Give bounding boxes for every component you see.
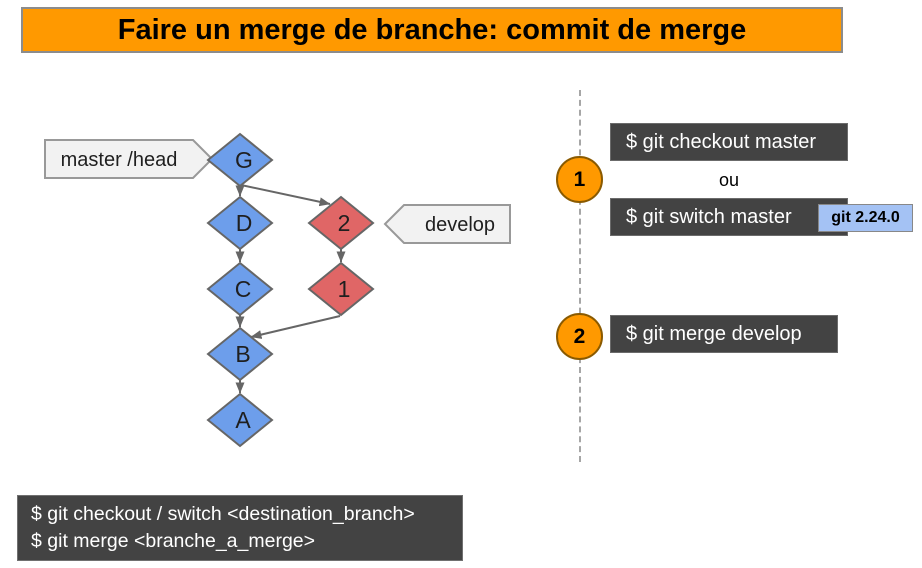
recap-line-1: $ git checkout / switch <destination_bra… [31, 503, 415, 525]
git-version-text: git 2.24.0 [831, 209, 900, 226]
commit-2-label: 2 [338, 210, 351, 236]
commit-G-label: G [235, 147, 253, 173]
commit-node-D: D [206, 195, 274, 251]
or-separator: ou [610, 166, 848, 194]
master-tag-label: master /head [61, 149, 178, 171]
cmd-merge-block: $ git merge develop [610, 315, 838, 353]
recap-line-2: $ git merge <branche_a_merge> [31, 530, 316, 552]
edge-1-b [250, 315, 341, 339]
graph-edges [235, 184, 346, 394]
cmd-checkout-text: $ git checkout master [626, 130, 817, 153]
commit-node-C: C [206, 261, 274, 317]
commit-B-shape [206, 326, 274, 382]
branch-tag-master: master /head [44, 139, 214, 179]
edge-g-2 [240, 184, 331, 207]
commit-1-label: 1 [338, 276, 351, 302]
commit-node-G: G [206, 132, 274, 188]
develop-tag-shape [383, 204, 511, 244]
commit-C-label: C [235, 276, 252, 302]
cmd-checkout-block: $ git checkout master [610, 123, 848, 161]
commit-node-1: 1 [307, 261, 375, 317]
commit-node-2: 2 [307, 195, 375, 251]
step-1-badge: 1 [556, 156, 603, 203]
step-2-badge: 2 [556, 313, 603, 360]
timeline-divider [579, 90, 581, 462]
commit-node-B: B [206, 326, 274, 382]
develop-tag-label: develop [425, 214, 495, 236]
step-1-number: 1 [573, 167, 586, 191]
commit-D-label: D [236, 210, 253, 236]
commit-A-shape [206, 392, 274, 448]
title-banner: Faire un merge de branche: commit de mer… [21, 7, 843, 53]
recap-commands-block: $ git checkout / switch <destination_bra… [17, 495, 463, 561]
commit-node-A: A [206, 392, 274, 448]
cmd-switch-text: $ git switch master [626, 205, 792, 228]
git-version-badge: git 2.24.0 [818, 204, 913, 232]
commit-C-shape [206, 261, 274, 317]
or-separator-text: ou [718, 169, 740, 190]
master-tag-shape [44, 139, 214, 179]
commit-B-label: B [235, 341, 250, 367]
commit-A-label: A [235, 407, 251, 433]
step-2-number: 2 [573, 324, 586, 348]
commit-1-shape [307, 261, 375, 317]
page-title: Faire un merge de branche: commit de mer… [117, 13, 747, 46]
commit-D-shape [206, 195, 274, 251]
branch-tag-develop: develop [383, 204, 511, 244]
cmd-switch-block: $ git switch master [610, 198, 848, 236]
commit-2-shape [307, 195, 375, 251]
git-commit-graph: master /head develop G D 2 C 1 B [44, 132, 511, 448]
cmd-merge-text: $ git merge develop [626, 322, 802, 345]
commit-G-shape [206, 132, 274, 188]
